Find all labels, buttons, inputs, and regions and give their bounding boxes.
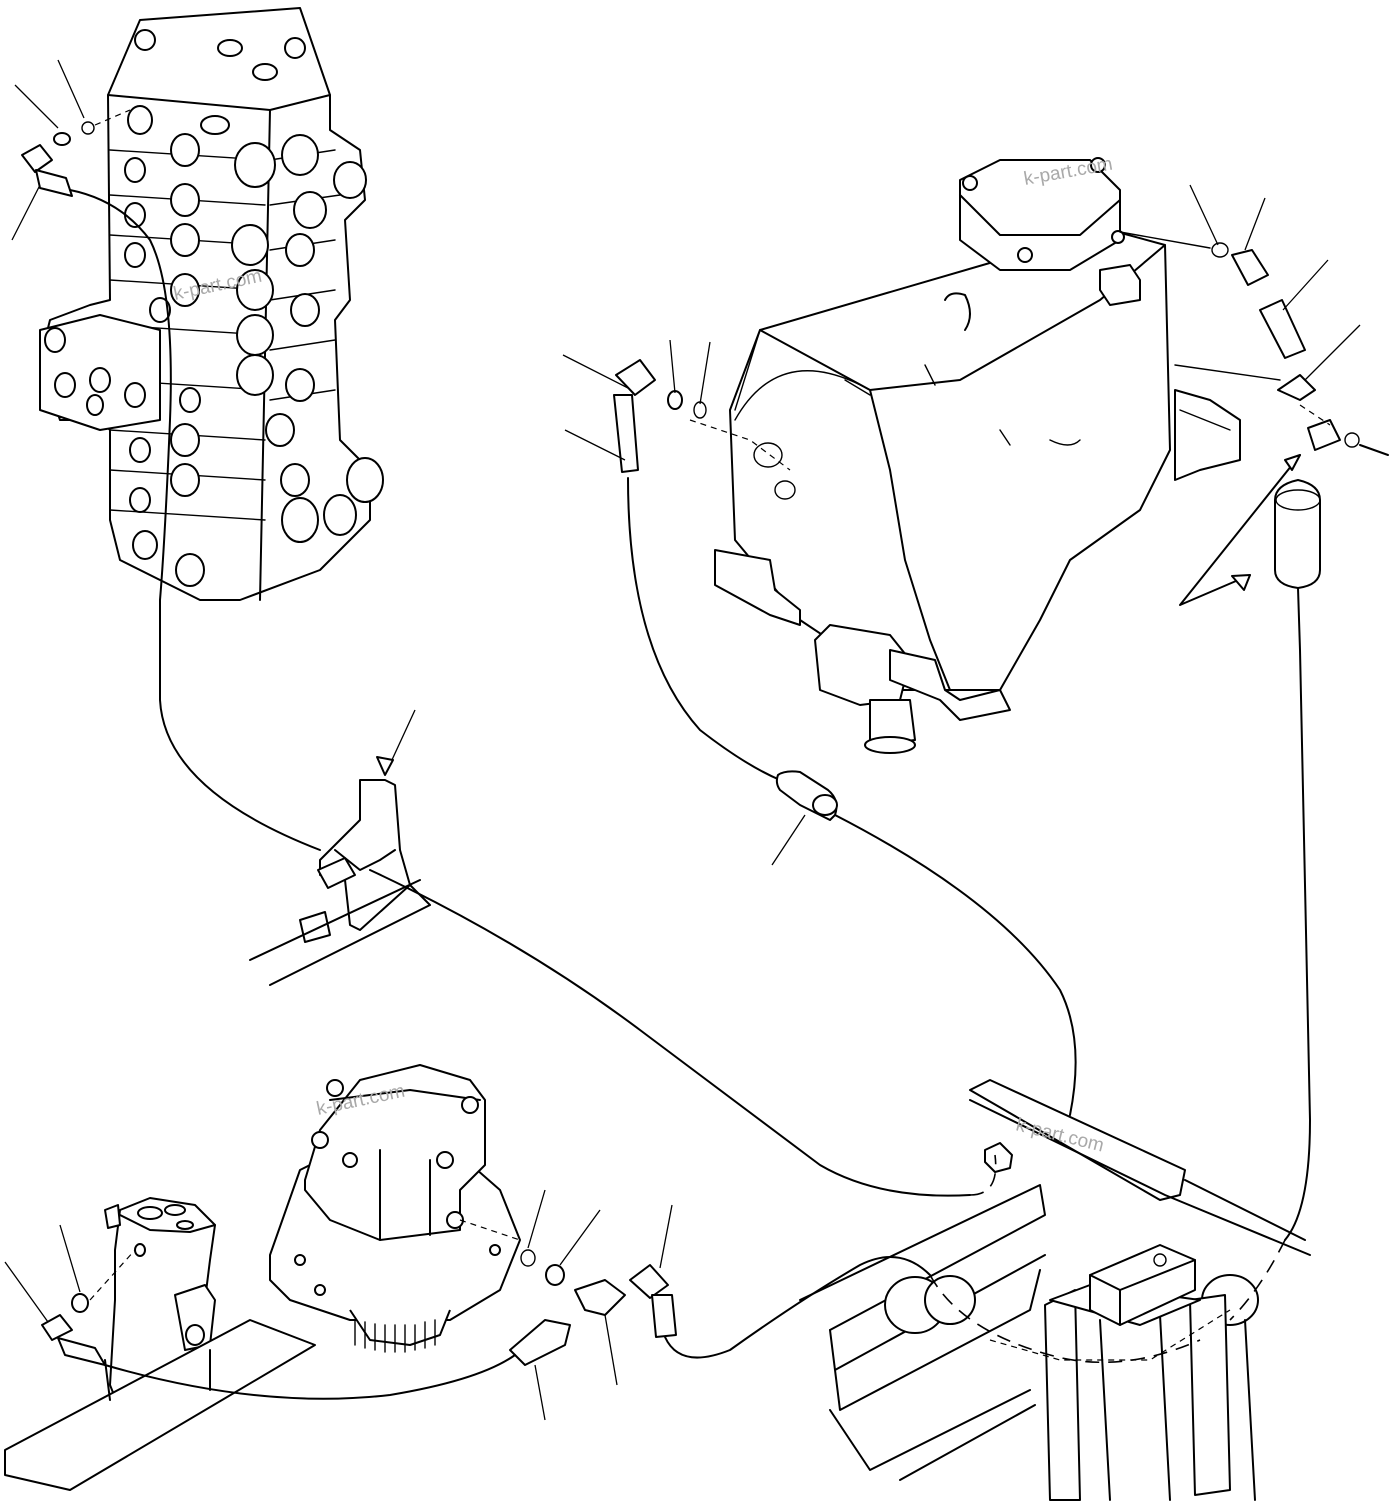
hose-swing-motor <box>664 1256 931 1359</box>
hose-tank-left <box>627 477 781 781</box>
hose-lines <box>69 189 1311 1400</box>
tank-right-elbow-fitting <box>1119 184 1389 456</box>
hydraulic-tank <box>689 157 1241 754</box>
swing-motor-fittings <box>509 1189 677 1421</box>
swing-motor <box>269 1064 521 1353</box>
swivel-joint-fittings <box>4 1224 136 1366</box>
control-valve <box>39 7 384 601</box>
hose-swivel-joint <box>104 1354 516 1400</box>
revolving-frame <box>799 1079 1311 1501</box>
hose-clamp-bracket <box>249 709 431 986</box>
swivel-joint <box>4 1197 316 1491</box>
clamp-detail-right <box>1179 454 1321 606</box>
top-left-elbow-fitting <box>11 59 131 241</box>
hose-clamp-middle <box>771 770 838 866</box>
tank-left-elbow-fitting <box>562 339 711 473</box>
hose-control-valve <box>69 189 321 851</box>
hose-tank-right <box>1284 587 1311 1241</box>
